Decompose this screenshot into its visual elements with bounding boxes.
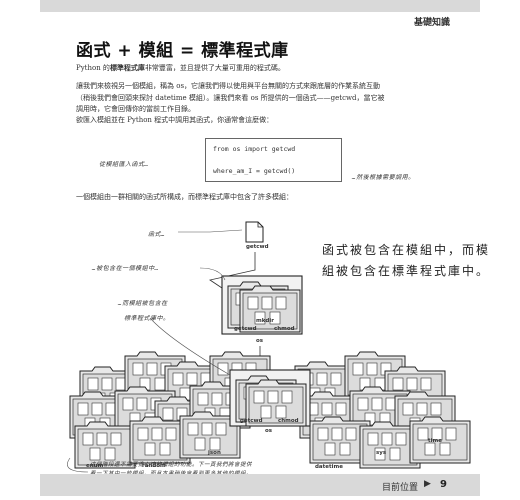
call-annotation: …然後根據需要調用。 — [352, 174, 415, 181]
label-mkdir: mkdir — [256, 318, 274, 324]
code-box: from os import getcwd where_am_I = getcw… — [205, 138, 342, 182]
label-sys: sys — [376, 450, 387, 456]
label-enum: enum — [86, 463, 104, 469]
label-time: time — [428, 438, 442, 444]
code-line-call: where_am_I = getcwd() — [213, 167, 296, 175]
module-leader-line — [199, 267, 226, 281]
summary-handwritten-note: 函式被包含在模組中，而模組被包含在標準程式庫中。 — [322, 243, 491, 278]
os-module-icon — [221, 275, 303, 335]
paragraph-modules: 一個模組由一群相關的函式所構成，而標準程式庫中包含了許多模組： — [76, 193, 293, 201]
func-leader-line — [178, 229, 243, 233]
function-annotation: 函式… — [148, 231, 166, 238]
import-annotation: 從模組匯入函式… — [99, 161, 149, 168]
label-getcwd: getcwd — [234, 326, 257, 332]
code-line-import: from os import getcwd — [213, 145, 296, 153]
function-doc-icon — [245, 221, 264, 243]
label-json: json — [207, 450, 221, 456]
library-leader-line — [149, 317, 231, 376]
paragraph-os: 讓我們來檢視另一個模組，稱為 os，它讓我們得以使用與平台無關的方式來跟底層的作… — [76, 82, 385, 113]
bottom-leader-line — [67, 457, 89, 473]
paragraph-intro-a: Python 的 — [76, 64, 110, 72]
label-chmod: chmod — [274, 326, 295, 332]
triangle-right-icon: ▶ — [424, 479, 431, 489]
label-random: random — [142, 463, 166, 469]
bottom-annotation-1: 這個階段還不需要擔心這些模組的功能。下一頁我們將會提供 — [90, 462, 253, 468]
footer-bar — [40, 474, 480, 496]
page-footer: 目前位置 ▶ 9 — [0, 474, 520, 500]
paragraph-intro-bold: 標準程式庫 — [109, 63, 145, 72]
paragraph-intro-c: 非常豐富，並且提供了大量可重用的程式碼。 — [144, 64, 285, 72]
paragraph-intro: Python 的標準程式庫非常豐富，並且提供了大量可重用的程式碼。 — [76, 62, 386, 75]
label-datetime: datetime — [315, 464, 343, 470]
in-library-annotation-2: 標準程式庫中。 — [124, 315, 170, 322]
library-diagram: getcwd getcwd mkdir chmod os — [67, 221, 471, 473]
standard-library-cluster — [69, 351, 471, 469]
in-module-annotation: …被包含在一個模組中… — [92, 265, 159, 272]
page-number: 9 — [440, 479, 447, 490]
function-to-module-arrow — [208, 252, 256, 293]
label-os-lib: os — [265, 428, 273, 434]
in-library-annotation-1: …而模組被包含在 — [118, 300, 168, 307]
header-bar — [40, 0, 480, 12]
nav-label: 目前位置 — [382, 483, 419, 493]
page-title: 函式 + 模組 = 標準程式庫 — [76, 41, 289, 61]
label-getcwd-top: getcwd — [246, 244, 269, 250]
label-os: os — [256, 338, 264, 344]
paragraph-import: 欲匯入模組並在 Python 程式中調用其函式，你通常會這麼做： — [76, 116, 274, 124]
label-getcwd-lib: getcwd — [240, 418, 263, 424]
section-label: 基礎知識 — [413, 18, 450, 28]
label-chmod-lib: chmod — [278, 418, 299, 424]
